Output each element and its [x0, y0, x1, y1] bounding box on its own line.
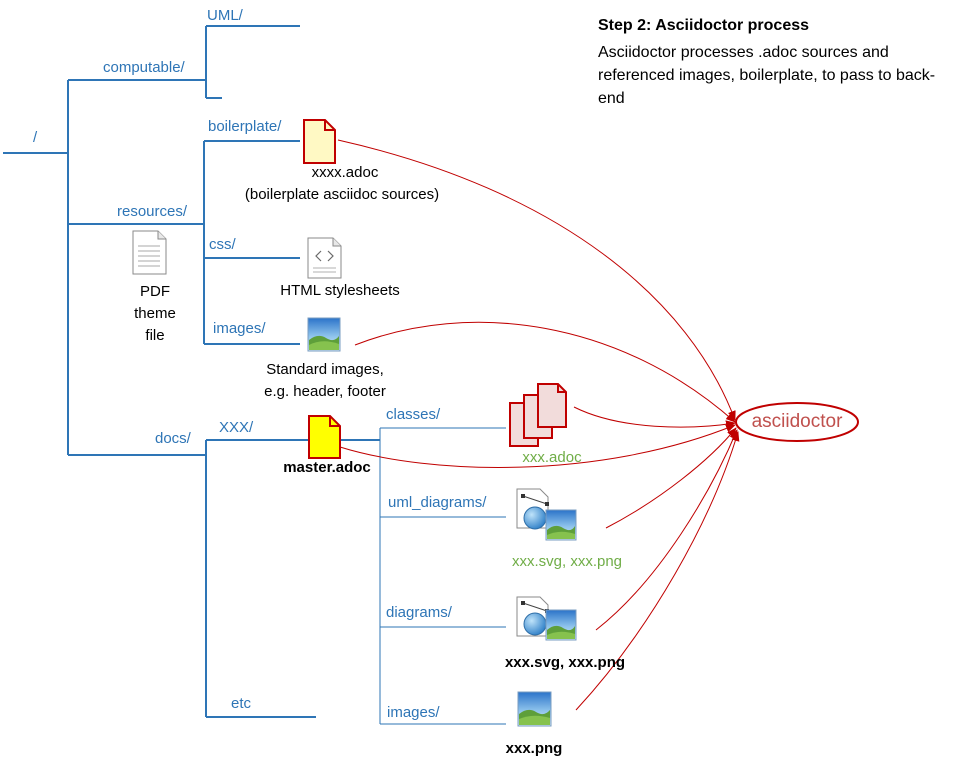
css-file-caption: HTML stylesheets: [280, 282, 400, 299]
adoc-pages-icon: [509, 383, 567, 447]
png-image-icon: [545, 609, 577, 641]
boilerplate-desc-caption: (boilerplate asciidoc sources): [244, 186, 440, 203]
step-title: Step 2: Asciidoctor process: [598, 17, 810, 34]
xxx-label: XXX/: [219, 419, 254, 436]
resources-label: resources/: [117, 203, 188, 220]
xxx-subtree-lines: [379, 427, 506, 725]
diagrams-file-caption: xxx.svg, xxx.png: [504, 654, 626, 671]
classes-label: classes/: [386, 406, 441, 423]
svg-diagram-icon: [516, 488, 549, 530]
arrow-standard-images: [354, 321, 736, 423]
image-icon: [307, 317, 341, 352]
pdf-caption-line3: file: [145, 327, 165, 344]
master-adoc-icon: [308, 415, 341, 459]
docs-label: docs/: [155, 430, 191, 447]
arrow-master: [339, 424, 736, 468]
uml-diagrams-label: uml_diagrams/: [388, 494, 487, 511]
std-images-caption-line2: e.g. header, footer: [264, 383, 386, 400]
document-icon: [132, 230, 167, 275]
doc-images-label: images/: [387, 704, 440, 721]
step-description: Asciidoctor processes .adoc sources and …: [598, 44, 936, 107]
asciidoctor-ellipse: [735, 402, 859, 442]
pdf-caption-line2: theme: [134, 305, 176, 322]
root-label: /: [33, 129, 38, 146]
boilerplate-label: boilerplate/: [208, 118, 282, 135]
arrow-boilerplate: [337, 139, 736, 421]
arrow-images: [575, 431, 740, 711]
uml-label: UML/: [207, 7, 243, 24]
pdf-caption-line1: PDF: [140, 283, 170, 300]
svg-diagram-icon: [516, 596, 549, 637]
arrow-diagrams: [595, 429, 738, 631]
boilerplate-file-caption: xxxx.adoc: [311, 164, 379, 181]
diagrams-label: diagrams/: [386, 604, 452, 621]
process-arrows: [337, 139, 740, 711]
master-caption: master.adoc: [283, 459, 371, 476]
asciidoctor-label: asciidoctor: [751, 411, 843, 432]
css-label: css/: [209, 236, 236, 253]
images-label: images/: [213, 320, 266, 337]
std-images-caption-line1: Standard images,: [266, 361, 384, 378]
images-file-caption: xxx.png: [505, 740, 563, 757]
png-image-icon: [517, 691, 552, 727]
code-file-icon: [307, 237, 342, 279]
computable-label: computable/: [103, 59, 185, 76]
tree-lines: [3, 25, 380, 718]
classes-file-caption: xxx.adoc: [522, 449, 582, 466]
etc-label: etc: [231, 695, 252, 712]
arrow-classes: [573, 406, 736, 429]
uml-diagrams-file-caption: xxx.svg, xxx.png: [511, 553, 623, 570]
adoc-file-icon: [303, 119, 336, 164]
png-image-icon: [545, 509, 577, 541]
arrow-uml-diagrams: [605, 427, 737, 529]
